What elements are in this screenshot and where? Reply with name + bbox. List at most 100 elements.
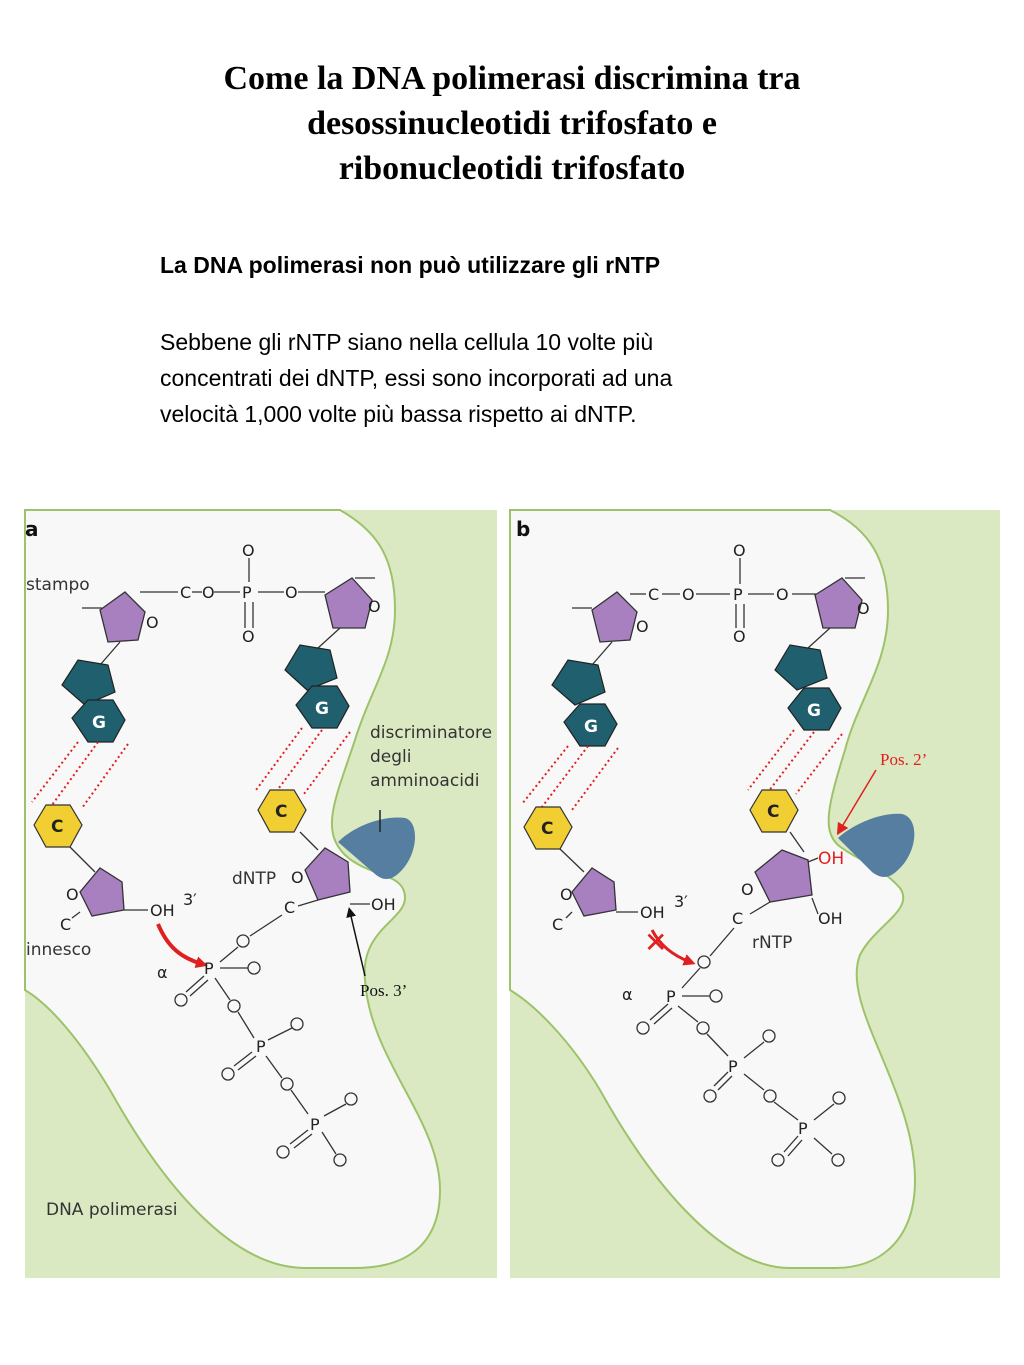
body-paragraph: Sebbene gli rNTP siano nella cellula 10 … [160,324,880,432]
template-b-oxygen-top: O [733,541,746,560]
template-sugar-1 [99,591,146,643]
g-base-left-hexagon [71,699,126,743]
template-backbone-b [572,558,865,628]
title-line-3: ribonucleotidi trifosfato [338,150,686,187]
template-label: stampo [26,575,90,595]
bridge-oxygen-b [697,955,711,969]
rntp-label: rNTP [752,933,792,953]
template-carbon: C [180,583,191,602]
dntp-carbon: C [284,898,295,917]
bridge-oxygen [236,934,250,948]
primer-label: innesco [26,940,91,960]
g-base-right-label: G [315,699,329,719]
title-line-1: Come la DNA polimerasi discrimina tra [223,60,801,97]
c-base-left [33,804,83,848]
primer-b-3oh: OH [640,903,665,922]
rntp-sugar [754,849,813,903]
panel-b-letter: b [516,517,530,541]
template-sugar-2 [324,577,373,629]
template-phosphorus: P [242,583,252,602]
sugar-b2-oxygen: O [857,599,870,618]
template-oxygen-top: O [242,541,255,560]
amino-acid-discriminator [338,817,416,879]
primer-sugar [79,867,125,917]
primer-b-3prime: 3′ [674,892,688,911]
alpha-phosphorus-b: P [666,987,676,1006]
template-b-phosphorus: P [733,585,743,604]
panel-a-letter: a [25,517,39,541]
discriminator-label-2: degli [370,747,412,767]
template-oxygen-2: O [285,583,298,602]
rntp-3oh: OH [818,909,843,928]
template-oxygen-bottom: O [242,627,255,646]
rntp-sugar-oxygen: O [741,880,754,899]
pos2-arrow [836,769,877,836]
blocked-cross-icon: ✕ [644,926,667,959]
body-line-1: Sebbene gli rNTP siano nella cellula 10 … [160,329,654,355]
discriminator-label-1: discriminatore [370,723,492,743]
c-base-b-left-label: C [541,819,553,839]
section-heading: La DNA polimerasi non può utilizzare gli… [160,252,661,278]
c-base-right-label: C [275,802,287,822]
sugar-1-oxygen: O [146,613,159,632]
template-oxygen-1: O [202,583,215,602]
g-base-right-pentagon [284,644,338,691]
polymerase-diagram: a stampo innesco DNA polimerasi C O P O … [24,509,1000,1278]
template-b-oxygen-2: O [776,585,789,604]
sugar-2-oxygen: O [368,597,381,616]
c-base-right [257,789,307,833]
primer-b-sugar-oxygen: O [560,885,573,904]
hydrogen-bonds-b-left [521,745,619,811]
triphosphate-chain-b [636,989,846,1167]
body-line-3: velocità 1,000 volte più bassa rispetto … [160,401,637,427]
template-b-sugar-1 [591,591,638,643]
g-base-right-hexagon [295,685,350,729]
beta-phosphorus: P [256,1037,266,1056]
pos3-label: Pos. 3’ [360,981,407,1000]
panel-b: b C O P O O O O O G G [509,509,1000,1278]
primer-sugar-oxygen: O [66,885,79,904]
rntp-2oh: OH [818,849,844,869]
c-base-left-label: C [51,817,63,837]
alpha-label-b: α [622,985,633,1004]
dntp-sugar [304,847,351,901]
body-line-2: concentrati dei dNTP, essi sono incorpor… [160,365,673,391]
alpha-phosphorus: P [204,959,214,978]
primer-3prime: 3′ [183,890,197,909]
template-b-sugar-2 [814,577,863,629]
sugar-b1-oxygen: O [636,617,649,636]
template-b-oxygen-1: O [682,585,695,604]
gamma-phosphorus: P [310,1115,320,1134]
dntp-3oh: OH [371,895,396,914]
primer-b-carbon: C [552,915,563,934]
hydrogen-bonds-left [31,741,129,809]
g-base-b-left-hexagon [563,703,618,747]
page-title: Come la DNA polimerasi discrimina tra de… [0,56,1024,191]
nucleophilic-attack-arrow [156,923,208,969]
rntp-carbon: C [732,909,743,928]
primer-carbon: C [60,915,71,934]
pos3-arrow [346,907,366,977]
g-base-b-right-hexagon [787,687,842,731]
pos2-label: Pos. 2’ [880,750,927,769]
g-base-b-left-pentagon [551,659,606,706]
g-base-b-right-pentagon [774,644,828,691]
dntp-label: dNTP [232,869,276,889]
panel-a: a stampo innesco DNA polimerasi C O P O … [24,509,497,1278]
template-b-oxygen-bottom: O [733,627,746,646]
title-line-2: desossinucleotidi trifosfato e [307,105,717,142]
blocked-attack-arrow [650,929,696,966]
template-b-carbon: C [648,585,659,604]
alpha-label: α [157,963,168,982]
primer-3oh: OH [150,901,175,920]
c-base-b-right-label: C [767,802,779,822]
g-base-b-left-label: G [584,717,598,737]
primer-b-sugar [571,867,617,917]
c-base-b-left [523,806,573,850]
enzyme-label: DNA polimerasi [46,1200,177,1220]
gamma-phosphorus-b: P [798,1119,808,1138]
triphosphate-chain [174,961,358,1167]
template-backbone [82,558,375,628]
c-base-b-right [749,789,799,833]
dntp-sugar-oxygen: O [291,868,304,887]
